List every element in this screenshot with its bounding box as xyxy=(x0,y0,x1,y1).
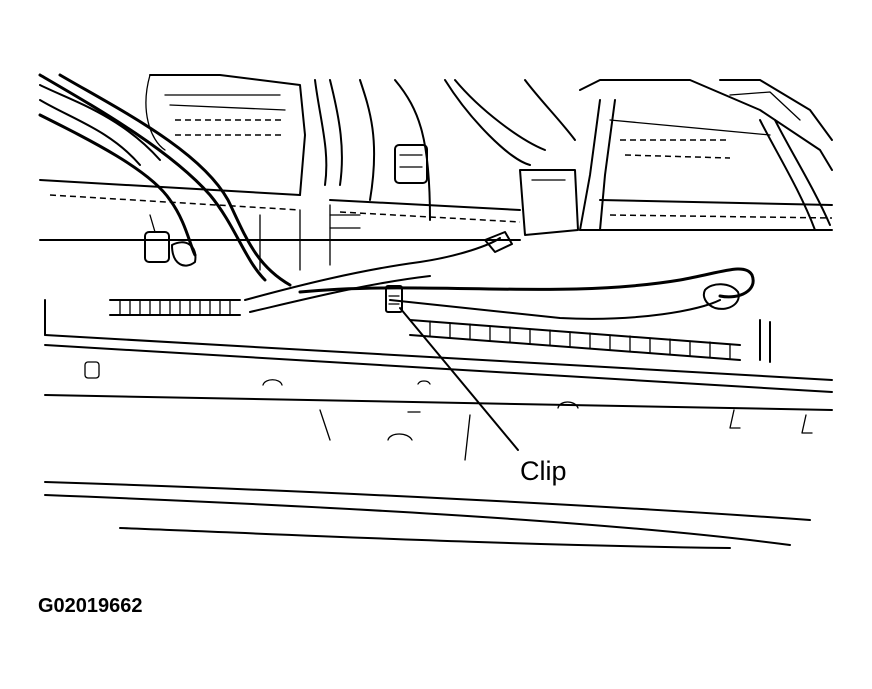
engine-components xyxy=(39,74,833,271)
wiring-harness xyxy=(109,231,755,361)
clip-callout: Clip xyxy=(399,307,567,486)
clip-part xyxy=(385,285,403,313)
figure-id: G02019662 xyxy=(38,595,143,617)
lower-panel xyxy=(44,299,833,549)
clip-leader-line xyxy=(399,307,519,451)
clip-label: Clip xyxy=(520,456,567,486)
heavy-cable xyxy=(38,73,292,287)
